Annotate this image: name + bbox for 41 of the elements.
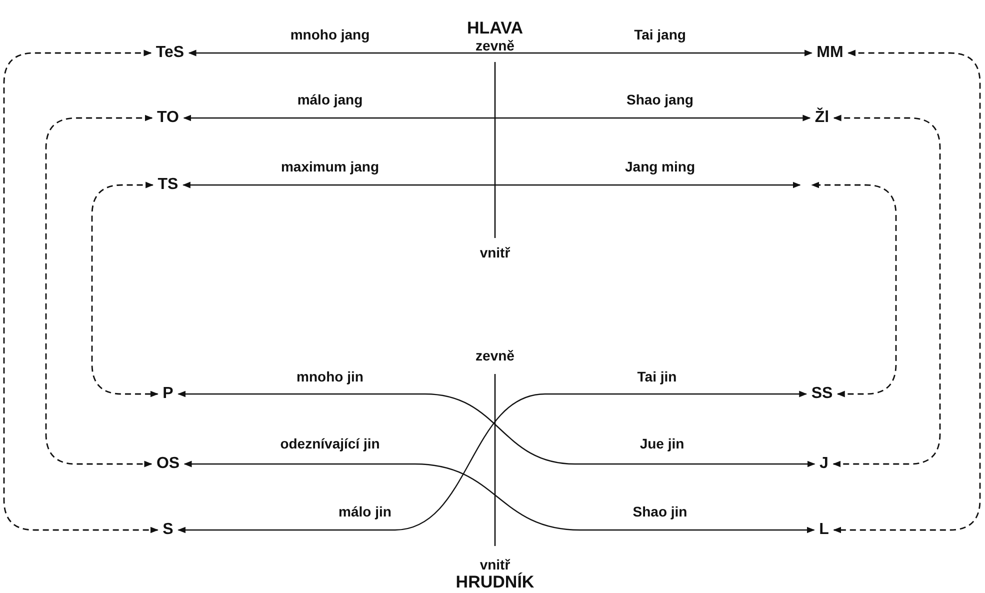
arrow (833, 50, 981, 534)
arrow (182, 182, 801, 188)
label-text: málo jang (297, 91, 363, 109)
label-text: maximum jang (280, 158, 380, 176)
organ-abbreviation: TS (158, 175, 178, 195)
label-text: vnitř (480, 556, 510, 572)
label-text: vnitř (480, 244, 510, 262)
arrow (811, 182, 897, 398)
label-text: Shao jang (626, 91, 694, 109)
label-text: Jue jin (640, 435, 684, 453)
arrow (3, 50, 158, 534)
organ-abbreviation: TeS (156, 43, 184, 63)
label-text: Jang ming (625, 158, 695, 176)
organ-abbreviation: MM (816, 43, 844, 63)
arrow (183, 114, 811, 122)
label-text: HRUDNÍK (456, 571, 534, 593)
label-text: odeznívající jin (280, 435, 380, 453)
label-text: mnoho jin (296, 368, 364, 386)
organ-abbreviation: P (162, 384, 174, 404)
label-text: zevně (476, 37, 514, 55)
arrow (178, 390, 816, 468)
label-text: Tai jang (634, 26, 686, 44)
organ-abbreviation: OS (156, 454, 180, 474)
label-text: mnoho jang (290, 26, 370, 44)
label-text: málo jin (338, 503, 392, 521)
organ-abbreviation: Žl (814, 108, 830, 128)
arrow (184, 460, 815, 534)
label-text: HLAVA (466, 17, 524, 39)
label-text: Shao jin (632, 503, 688, 521)
organ-abbreviation: L (819, 520, 829, 540)
label-text: zevně (476, 347, 514, 365)
organ-abbreviation: SS (811, 384, 833, 404)
arrow (178, 390, 808, 534)
organ-abbreviation: TO (157, 108, 179, 128)
arrow (188, 50, 812, 56)
organ-abbreviation: J (820, 454, 828, 474)
label-text: Tai jin (637, 368, 677, 386)
organ-abbreviation: S (162, 520, 174, 540)
arrow (45, 114, 153, 468)
arrow (91, 182, 158, 398)
arrow (832, 114, 941, 468)
